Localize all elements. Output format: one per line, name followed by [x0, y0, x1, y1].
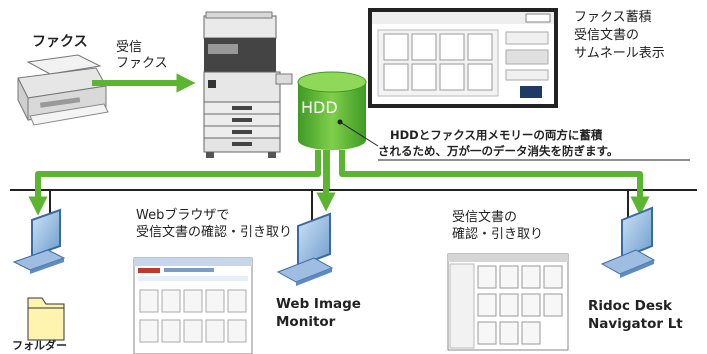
folder-label: フォルダー: [12, 339, 67, 352]
storage-note-line2: されるため、万が一のデータ消失を防ぎます。: [378, 144, 619, 158]
browser-caption-line2: 受信文書の確認・引き取り: [136, 225, 293, 240]
browser-caption-line1: Webブラウザで: [136, 208, 230, 223]
mfp-copier-icon: [203, 11, 293, 158]
ridoc-caption-line1: 受信文書の: [452, 210, 518, 225]
ridoc-client-name-line2: Navigator Lt: [588, 316, 683, 332]
thumbnail-caption-line2: 受信文書の: [574, 28, 640, 43]
distribution-arrows: [28, 150, 650, 216]
fax-input-line2: ファクス: [116, 56, 168, 71]
browser-client-name-line2: Monitor: [276, 314, 336, 330]
storage-note-line1: HDDとファクス用メモリーの両方に蓄積: [390, 128, 603, 142]
hdd-label: HDD: [301, 98, 338, 117]
browser-client-name-line1: Web Image: [276, 296, 361, 312]
hdd-cylinder-icon: [297, 71, 367, 150]
folder-icon: [27, 297, 65, 341]
fax-machine-label: ファクス: [32, 34, 88, 50]
thumbnail-caption-line1: ファクス蓄積: [574, 10, 652, 25]
computer-icon-left: [12, 208, 66, 274]
callout-pointer: [339, 121, 379, 147]
ridoc-navigator-screenshot: [447, 253, 569, 351]
web-image-monitor-screenshot: [133, 257, 253, 354]
thumbnail-panel-screen: [368, 8, 558, 108]
fax-machine-icon: [17, 54, 109, 126]
computer-icon-middle: [276, 212, 334, 286]
fax-input-line1: 受信: [116, 40, 143, 55]
ridoc-caption-line2: 確認・引き取り: [452, 227, 544, 242]
ridoc-client-name-line1: Ridoc Desk: [588, 298, 673, 314]
thumbnail-caption-line3: サムネール表示: [574, 46, 665, 61]
computer-icon-right: [600, 206, 656, 278]
